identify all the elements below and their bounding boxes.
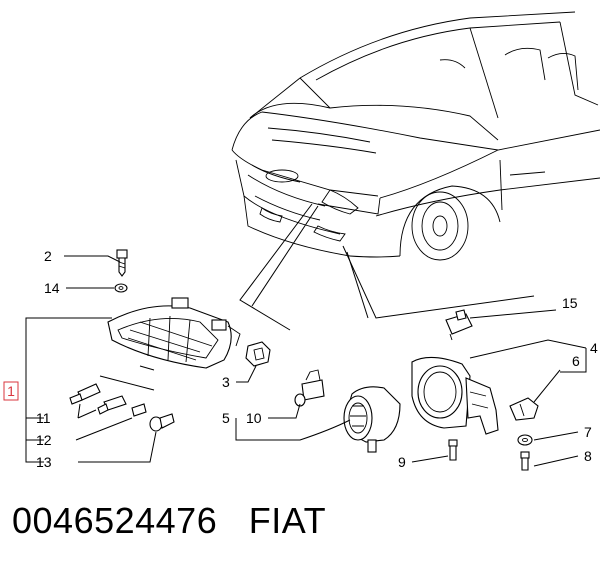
fog-lamp-bulb <box>294 369 325 407</box>
callout-8: 8 <box>584 448 592 464</box>
bulb-set <box>69 383 175 432</box>
callout-leaders <box>25 255 587 467</box>
footer-gap <box>217 500 249 541</box>
headlamp-assembly <box>99 297 241 391</box>
callout-5: 5 <box>222 410 230 426</box>
callout-6: 6 <box>572 353 580 369</box>
callout-1-box <box>3 381 19 401</box>
callout-15: 15 <box>562 295 578 311</box>
callout-7: 7 <box>584 424 592 440</box>
callout-11: 11 <box>36 410 51 426</box>
callout-14: 14 <box>44 280 60 296</box>
callout-10: 10 <box>246 410 262 426</box>
callout-1: 1 <box>7 383 15 399</box>
footer-caption: 0046524476 FIAT <box>12 500 326 542</box>
brand-name: FIAT <box>248 500 327 541</box>
callout-4: 4 <box>590 340 598 356</box>
connector <box>245 341 271 367</box>
car-drawing <box>231 11 600 261</box>
callout-13: 13 <box>36 454 52 470</box>
callout-3: 3 <box>222 374 230 390</box>
fog-lamp-bracket <box>411 309 539 435</box>
car-leader-lines <box>239 203 535 331</box>
callout-2: 2 <box>44 248 52 264</box>
part-number: 0046524476 <box>12 500 218 541</box>
fasteners <box>448 434 533 471</box>
callout-9: 9 <box>398 454 406 470</box>
callout-12: 12 <box>36 432 52 448</box>
fog-lamp <box>343 386 401 453</box>
screw-and-washer <box>114 249 128 293</box>
